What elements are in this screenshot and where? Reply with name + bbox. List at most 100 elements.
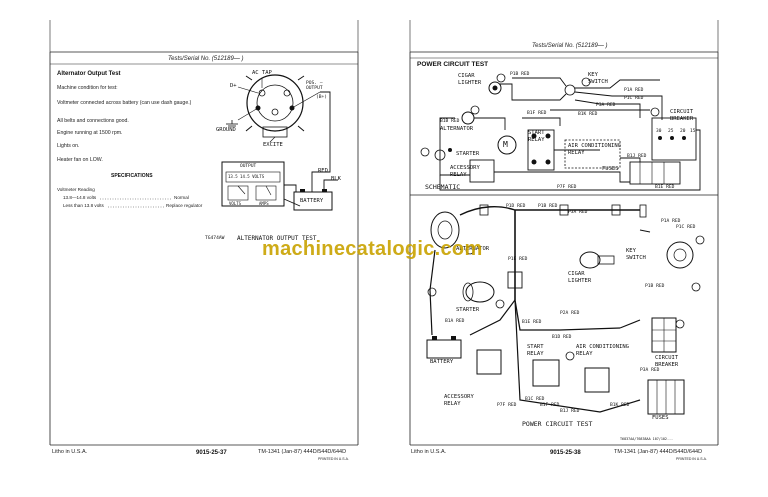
excite-label: EXCITE — [263, 142, 283, 148]
red-wire-label: RED — [318, 168, 328, 174]
schematic-starter: STARTER — [456, 151, 480, 157]
harness-p3a-red-2: P3A RED — [640, 368, 660, 373]
harness-p1a-red: P1A RED — [661, 219, 681, 224]
schematic-circuit-breaker: CIRCUIT BREAKER — [670, 109, 694, 122]
spec-result-1: Normal — [174, 195, 189, 200]
harness-b1a-red: B1A RED — [445, 319, 465, 324]
schematic-alternator: ALTERNATOR — [440, 126, 474, 132]
meter-scale-label: 13.5 14.5 VOLTS — [228, 174, 265, 179]
amps-label: AMPS — [259, 201, 269, 206]
schematic-key-switch: KEY SWITCH — [588, 72, 608, 85]
schematic-p3a-red: P3A RED — [596, 103, 616, 108]
harness-p3a-red: P3A RED — [568, 210, 588, 215]
schematic-b1b-red: B1B RED — [440, 119, 460, 124]
harness-cigar-lighter: CIGAR LIGHTER — [568, 271, 592, 284]
schematic-b1k-red: B1K RED — [578, 112, 598, 117]
left-page-number: 9015-25-37 — [196, 450, 227, 456]
schematic-b1f-red: B1F RED — [527, 111, 547, 116]
figure-id-left: TG474AW — [205, 236, 225, 241]
harness-b1j-red: B1J RED — [560, 409, 580, 414]
harness-alternator: ALTERNATOR — [456, 246, 490, 252]
schematic-accessory-relay: ACCESSORY RELAY — [450, 165, 480, 178]
volts-label: VOLTS — [229, 201, 242, 206]
paragraph-2: Voltmeter connected across battery (can … — [57, 100, 192, 106]
schematic-caption: SCHEMATIC — [425, 183, 461, 191]
spec-range-1: 13.8—14.8 volts — [63, 195, 97, 200]
paragraph-4: Engine running at 1500 rpm. — [57, 130, 123, 136]
paragraph-5: Lights on. — [57, 143, 80, 149]
harness-b1k-red: B1K RED — [610, 403, 630, 408]
schematic-p1b-red: P1B RED — [510, 72, 530, 77]
blk-wire-label: BLK — [331, 176, 341, 182]
b-plus-label: (B+) — [316, 95, 328, 100]
schematic-air-relay: AIR CONDITIONING RELAY — [568, 143, 621, 156]
harness-starter: STARTER — [456, 307, 480, 313]
left-footer-tm: TM-1341 (Jan-87) 444D/544D/644D — [258, 449, 347, 455]
schematic-p1a-red: P1A RED — [624, 88, 644, 93]
harness-start-relay: START RELAY — [527, 344, 544, 357]
pos-output-label: POS. — OUTPUT — [306, 81, 323, 91]
harness-accessory-relay: ACCESSORY RELAY — [444, 394, 474, 407]
right-footer-tm: TM-1341 (Jan-87) 444D/544D/644D — [614, 449, 703, 455]
harness-key-switch: KEY SWITCH — [626, 248, 646, 261]
schematic-b1e-red: B1E RED — [655, 185, 675, 190]
harness-b1f-red: B1F RED — [540, 403, 560, 408]
harness-circuit-breaker: CIRCUIT BREAKER — [655, 355, 679, 368]
alternator-output-caption: ALTERNATOR OUTPUT TEST — [237, 235, 317, 242]
schematic-b1j-red: B1J RED — [627, 154, 647, 159]
harness-p1d-red: P1D RED — [506, 204, 526, 209]
harness-p1e-red: P1E RED — [508, 257, 528, 262]
power-circuit-title: POWER CIRCUIT TEST — [417, 61, 489, 68]
harness-caption: POWER CIRCUIT TEST — [522, 420, 593, 428]
harness-p2a-red: P2A RED — [560, 311, 580, 316]
left-header: Tests/Serial No. (512189— ) — [168, 56, 244, 62]
harness-b1e-red: B1E RED — [522, 320, 542, 325]
battery-label: BATTERY — [300, 198, 324, 204]
paragraph-3: All belts and connections good. — [57, 118, 129, 124]
spec-range-2: Less than 13.8 volts — [63, 203, 104, 208]
schematic-num-30: 30 — [656, 129, 662, 134]
schematic-m: M — [503, 140, 508, 149]
paragraph-1: Machine condition for test: — [57, 85, 118, 91]
harness-fuses: FUSES — [652, 415, 669, 421]
schematic-num-20: 20 — [680, 129, 686, 134]
harness-air-relay: AIR CONDITIONING RELAY — [576, 344, 629, 357]
paragraph-6: Heater fan on LOW. — [57, 157, 103, 163]
left-footer-litho: Litho in U.S.A. — [52, 449, 88, 455]
harness-p7f-red: P7F RED — [497, 403, 517, 408]
specifications-heading: SPECIFICATIONS — [111, 173, 153, 179]
harness-figure-id: T6837AA/T6838AA 107/102... — [620, 437, 674, 441]
voltmeter-reading-label: Voltmeter Reading — [57, 187, 95, 192]
ground-label: GROUND — [216, 127, 236, 133]
harness-battery: BATTERY — [430, 359, 454, 365]
right-footer-litho: Litho in U.S.A. — [411, 449, 447, 455]
right-page-number: 9015-25-38 — [550, 450, 581, 456]
right-footer-printed: PRINTED IN U.S.A. — [676, 457, 707, 461]
harness-p1c-red: P1C RED — [676, 225, 696, 230]
right-header: Tests/Serial No. (512189— ) — [532, 43, 608, 49]
alternator-test-title: Alternator Output Test — [57, 71, 121, 77]
schematic-p1c-red: P1C RED — [624, 96, 644, 101]
harness-p1b-red: P1B RED — [538, 204, 558, 209]
d-plus-label: D+ — [230, 83, 237, 89]
watermark: machinecatalogic.com — [262, 238, 483, 260]
schematic-p7f-red: P7F RED — [557, 185, 577, 190]
harness-p1b-red-2: P1B RED — [645, 284, 665, 289]
spec-result-2: Replace regulator — [166, 203, 203, 208]
harness-b1d-red: B1D RED — [552, 335, 572, 340]
schematic-cigar-lighter: CIGAR LIGHTER — [458, 73, 482, 86]
left-footer-printed: PRINTED IN U.S.A. — [318, 457, 349, 461]
harness-b1c-red: B1C RED — [525, 397, 545, 402]
schematic-fuses: FUSES — [602, 166, 619, 172]
ac-tap-label: AC TAP — [252, 70, 272, 76]
schematic-num-25: 25 — [668, 129, 674, 134]
schematic-num-15: 15 — [690, 129, 696, 134]
output-label: OUTPUT — [240, 164, 257, 169]
schematic-start-relay: START RELAY — [528, 130, 545, 143]
